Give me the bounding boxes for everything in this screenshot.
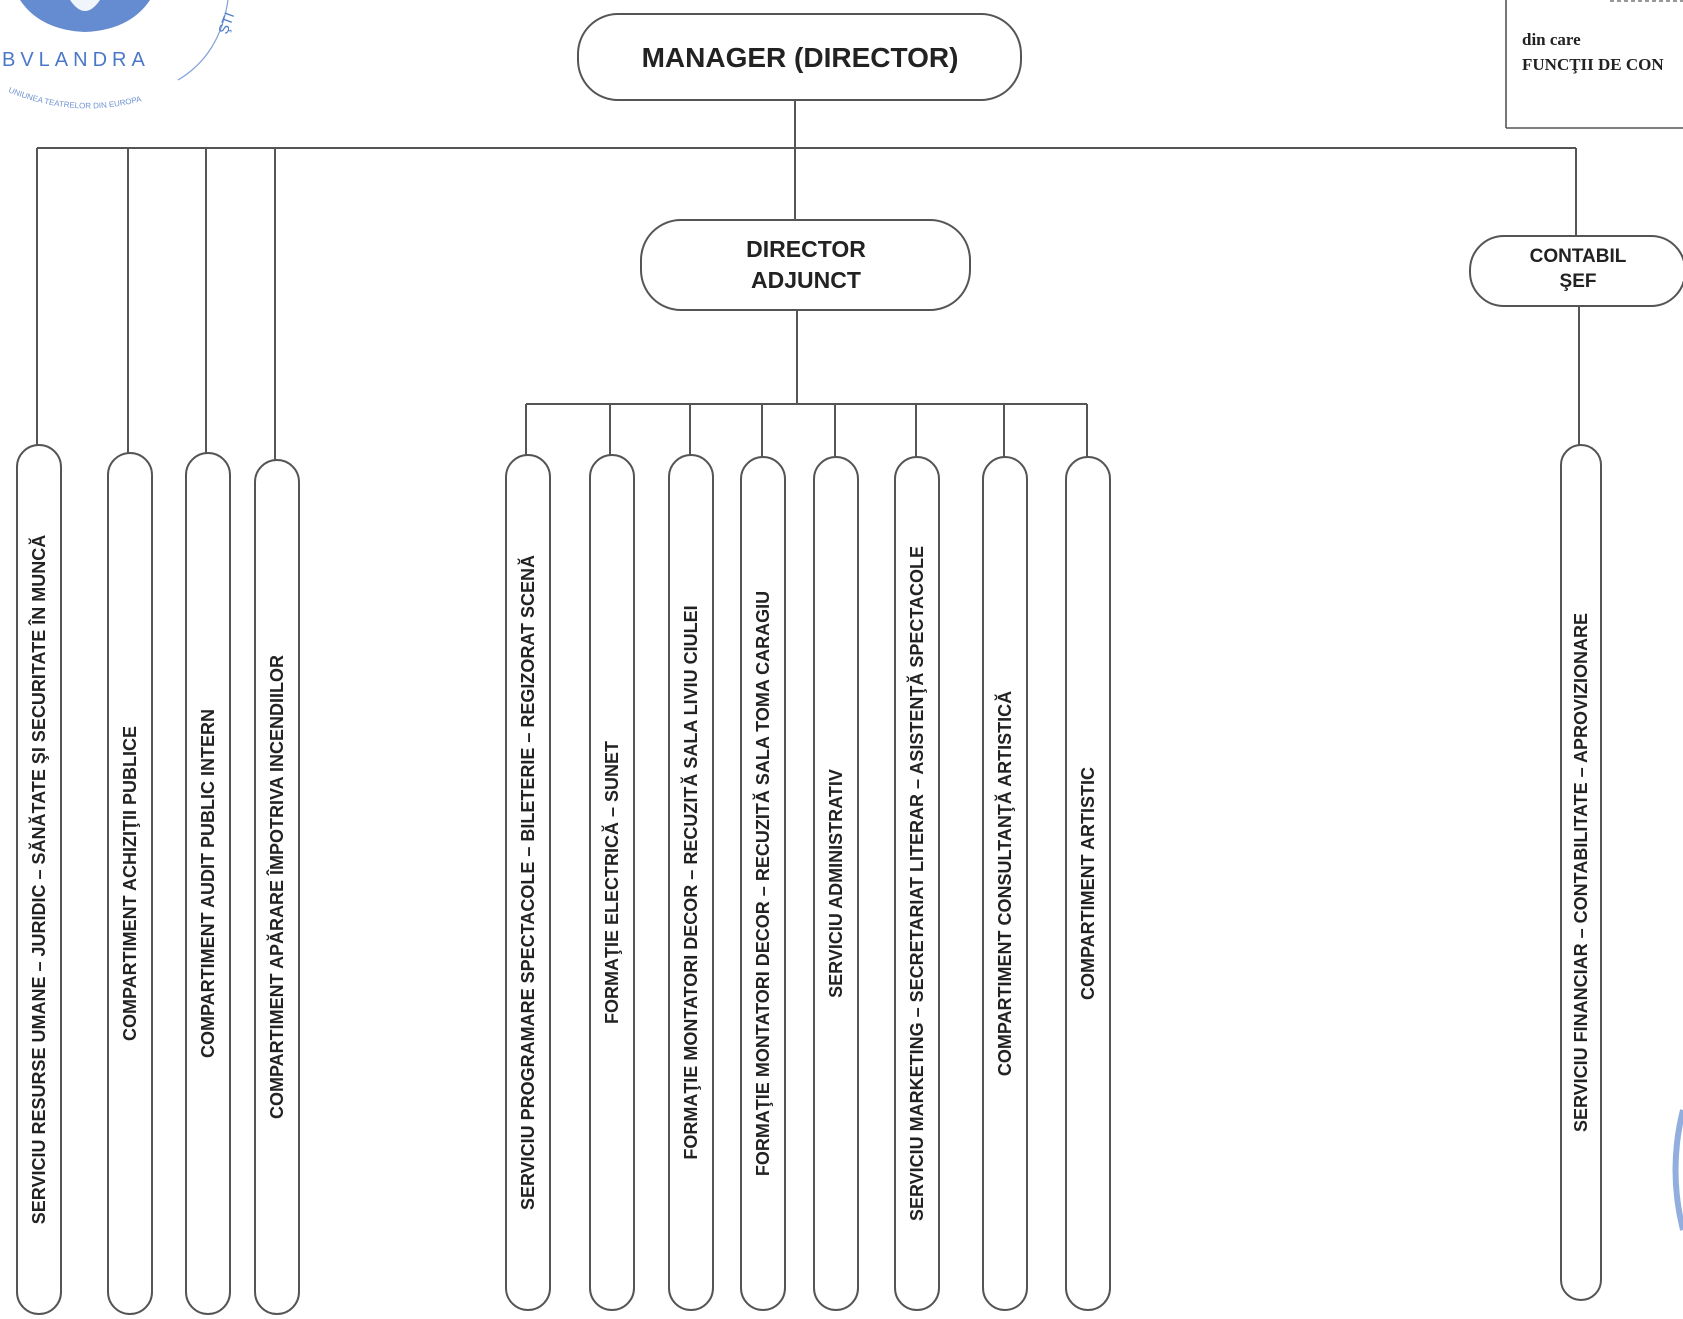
manager-box: MANAGER (DIRECTOR) bbox=[577, 13, 1022, 101]
unit-box-deputy-4: FORMAŢIE MONTATORI DECOR – RECUZITĂ SALA… bbox=[740, 456, 786, 1311]
note-line-1: din care bbox=[1522, 30, 1581, 49]
stamp-arc-text: UNIUNEA TEATRELOR DIN EUROPA bbox=[7, 86, 143, 111]
deputy-label-line2: ADJUNCT bbox=[751, 267, 861, 293]
unit-label: SERVICIU ADMINISTRATIV bbox=[826, 769, 846, 998]
note-line-2: FUNCŢII DE CON bbox=[1522, 55, 1664, 74]
unit-label: COMPARTIMENT AUDIT PUBLIC INTERN bbox=[198, 709, 218, 1058]
note-box: din care FUNCŢII DE CON bbox=[1505, 0, 1683, 129]
chief-accountant-box: CONTABIL ŞEF bbox=[1469, 235, 1683, 307]
unit-pill bbox=[589, 454, 635, 1311]
chief-accountant-line2: ŞEF bbox=[1560, 271, 1597, 292]
unit-label: SERVICIU RESURSE UMANE – JURIDIC – SĂNĂT… bbox=[28, 535, 49, 1224]
manager-label: MANAGER (DIRECTOR) bbox=[642, 42, 959, 73]
unit-pill bbox=[982, 456, 1028, 1311]
unit-pill bbox=[254, 459, 300, 1315]
unit-box-deputy-3: FORMAŢIE MONTATORI DECOR – RECUZITĂ SALA… bbox=[668, 454, 714, 1311]
unit-label: FORMAŢIE ELECTRICĂ – SUNET bbox=[601, 741, 622, 1024]
unit-pill bbox=[740, 456, 786, 1311]
unit-box-deputy-8: COMPARTIMENT ARTISTIC bbox=[1065, 456, 1111, 1311]
stamp-brand-text: BVLANDRA bbox=[2, 49, 150, 71]
unit-label: FORMAŢIE MONTATORI DECOR – RECUZITĂ SALA… bbox=[752, 591, 773, 1176]
connectors bbox=[36, 99, 1580, 460]
unit-label: COMPARTIMENT ACHIZIŢII PUBLICE bbox=[120, 726, 140, 1041]
chief-accountant-line1: CONTABIL bbox=[1530, 246, 1627, 267]
stamp-seal: BVLANDRA UNIUNEA TEATRELOR DIN EUROPA ŞT… bbox=[2, 0, 237, 110]
unit-label: SERVICIU FINANCIAR – CONTABILITATE – APR… bbox=[1571, 613, 1591, 1132]
unit-pill bbox=[505, 454, 551, 1311]
unit-box-manager-2: COMPARTIMENT ACHIZIŢII PUBLICE bbox=[107, 452, 153, 1315]
stamp-edge-right bbox=[1672, 1109, 1683, 1231]
unit-box-manager-4: COMPARTIMENT APĂRARE ÎMPOTRIVA INCENDIIL… bbox=[254, 459, 300, 1315]
stamp-corner-text: ŞTI bbox=[215, 10, 237, 36]
unit-pill bbox=[813, 456, 859, 1311]
unit-label: SERVICIU PROGRAMARE SPECTACOLE – BILETER… bbox=[517, 555, 538, 1210]
unit-pill bbox=[107, 452, 153, 1315]
unit-box-manager-1: SERVICIU RESURSE UMANE – JURIDIC – SĂNĂT… bbox=[16, 444, 62, 1315]
unit-pill bbox=[185, 452, 231, 1315]
unit-label: FORMAŢIE MONTATORI DECOR – RECUZITĂ SALA… bbox=[680, 605, 701, 1159]
deputy-director-box: DIRECTOR ADJUNCT bbox=[640, 219, 971, 311]
unit-label: COMPARTIMENT APĂRARE ÎMPOTRIVA INCENDIIL… bbox=[266, 655, 287, 1119]
unit-box-accountant-1: SERVICIU FINANCIAR – CONTABILITATE – APR… bbox=[1560, 444, 1602, 1301]
unit-pill bbox=[1560, 444, 1602, 1301]
unit-box-deputy-7: COMPARTIMENT CONSULTANŢĂ ARTISTICĂ bbox=[982, 456, 1028, 1311]
unit-pill bbox=[1065, 456, 1111, 1311]
deputy-label-line1: DIRECTOR bbox=[746, 236, 866, 262]
unit-box-deputy-1: SERVICIU PROGRAMARE SPECTACOLE – BILETER… bbox=[505, 454, 551, 1311]
unit-box-deputy-5: SERVICIU ADMINISTRATIV bbox=[813, 456, 859, 1311]
unit-pill bbox=[894, 456, 940, 1311]
unit-box-manager-3: COMPARTIMENT AUDIT PUBLIC INTERN bbox=[185, 452, 231, 1315]
unit-label: SERVICIU MARKETING – SECRETARIAT LITERAR… bbox=[906, 546, 927, 1221]
unit-label: COMPARTIMENT CONSULTANŢĂ ARTISTICĂ bbox=[994, 691, 1015, 1076]
unit-box-deputy-2: FORMAŢIE ELECTRICĂ – SUNET bbox=[589, 454, 635, 1311]
unit-pill bbox=[668, 454, 714, 1311]
unit-pill bbox=[16, 444, 62, 1315]
unit-label: COMPARTIMENT ARTISTIC bbox=[1078, 767, 1098, 1000]
unit-boxes: SERVICIU RESURSE UMANE – JURIDIC – SĂNĂT… bbox=[16, 444, 1602, 1315]
unit-box-deputy-6: SERVICIU MARKETING – SECRETARIAT LITERAR… bbox=[894, 456, 940, 1311]
